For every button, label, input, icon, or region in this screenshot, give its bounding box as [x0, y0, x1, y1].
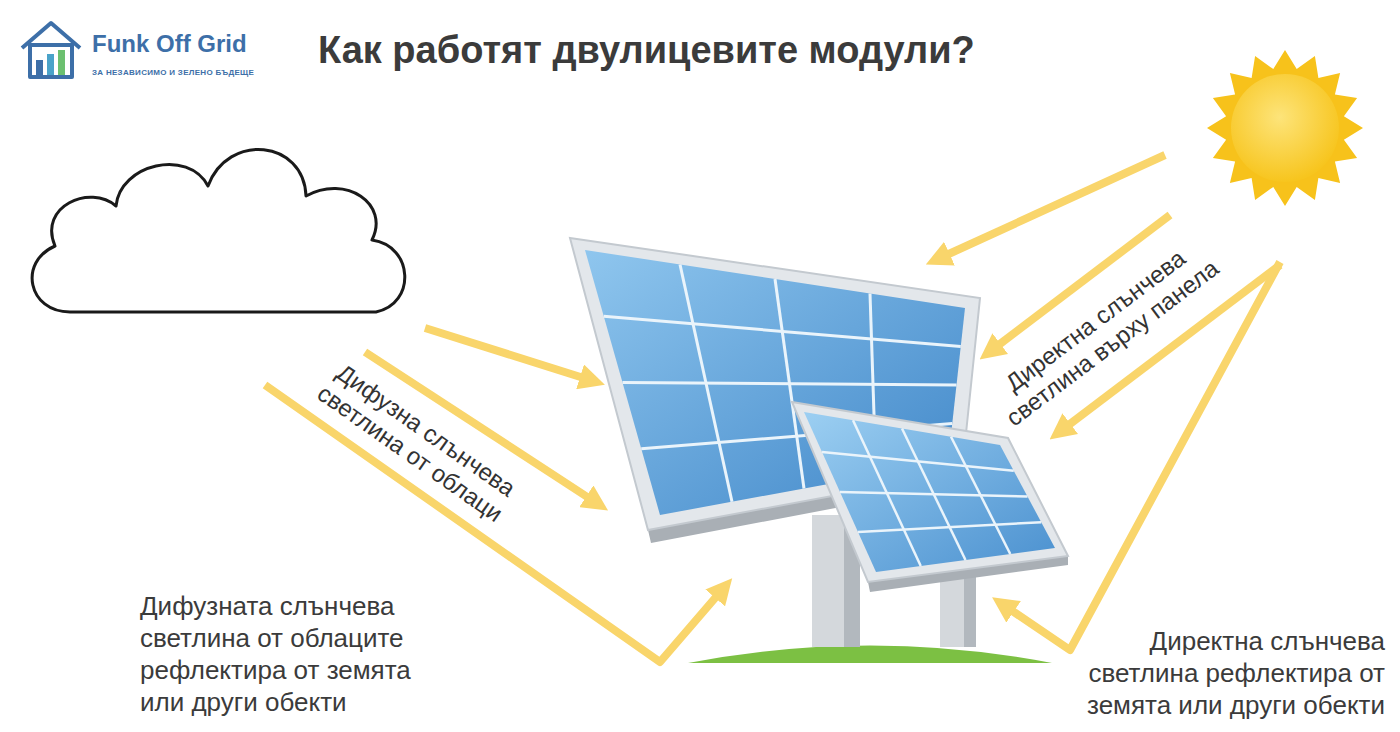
logo-house [22, 23, 80, 77]
rotated-label: Дифузна слънчева светлина от облаци [287, 339, 548, 545]
note-text: Дифузната слънчева светлина от облаците … [140, 590, 460, 718]
post-shade [964, 570, 976, 647]
logo-name: Funk Off Grid [92, 30, 247, 58]
logo-bar [36, 60, 43, 75]
sun-disc [1231, 74, 1339, 182]
ground [688, 646, 1052, 664]
light-arrows [265, 155, 1280, 662]
note-text: Директна слънчева светлина рефлектира от… [1033, 625, 1385, 721]
cloud-arrow [425, 328, 590, 380]
sun-rays [1207, 50, 1363, 206]
panel-grid [822, 420, 1041, 566]
logo-wall [30, 45, 72, 77]
cloud [32, 149, 405, 312]
panel-cells [804, 412, 1055, 572]
logo-bar [47, 54, 54, 75]
rotated-label: Директна слънчева светлина върху панела [967, 219, 1240, 444]
diagram-title: Как работят двулицевите модули? [318, 27, 975, 73]
logo-bar [58, 50, 65, 75]
solar-panel-small [792, 402, 1068, 592]
logo-tagline: ЗА НЕЗАВИСИМО И ЗЕЛЕНО БЪДЕЩЕ [92, 68, 254, 78]
panel-frame [792, 402, 1068, 582]
logo-bars [36, 50, 65, 75]
